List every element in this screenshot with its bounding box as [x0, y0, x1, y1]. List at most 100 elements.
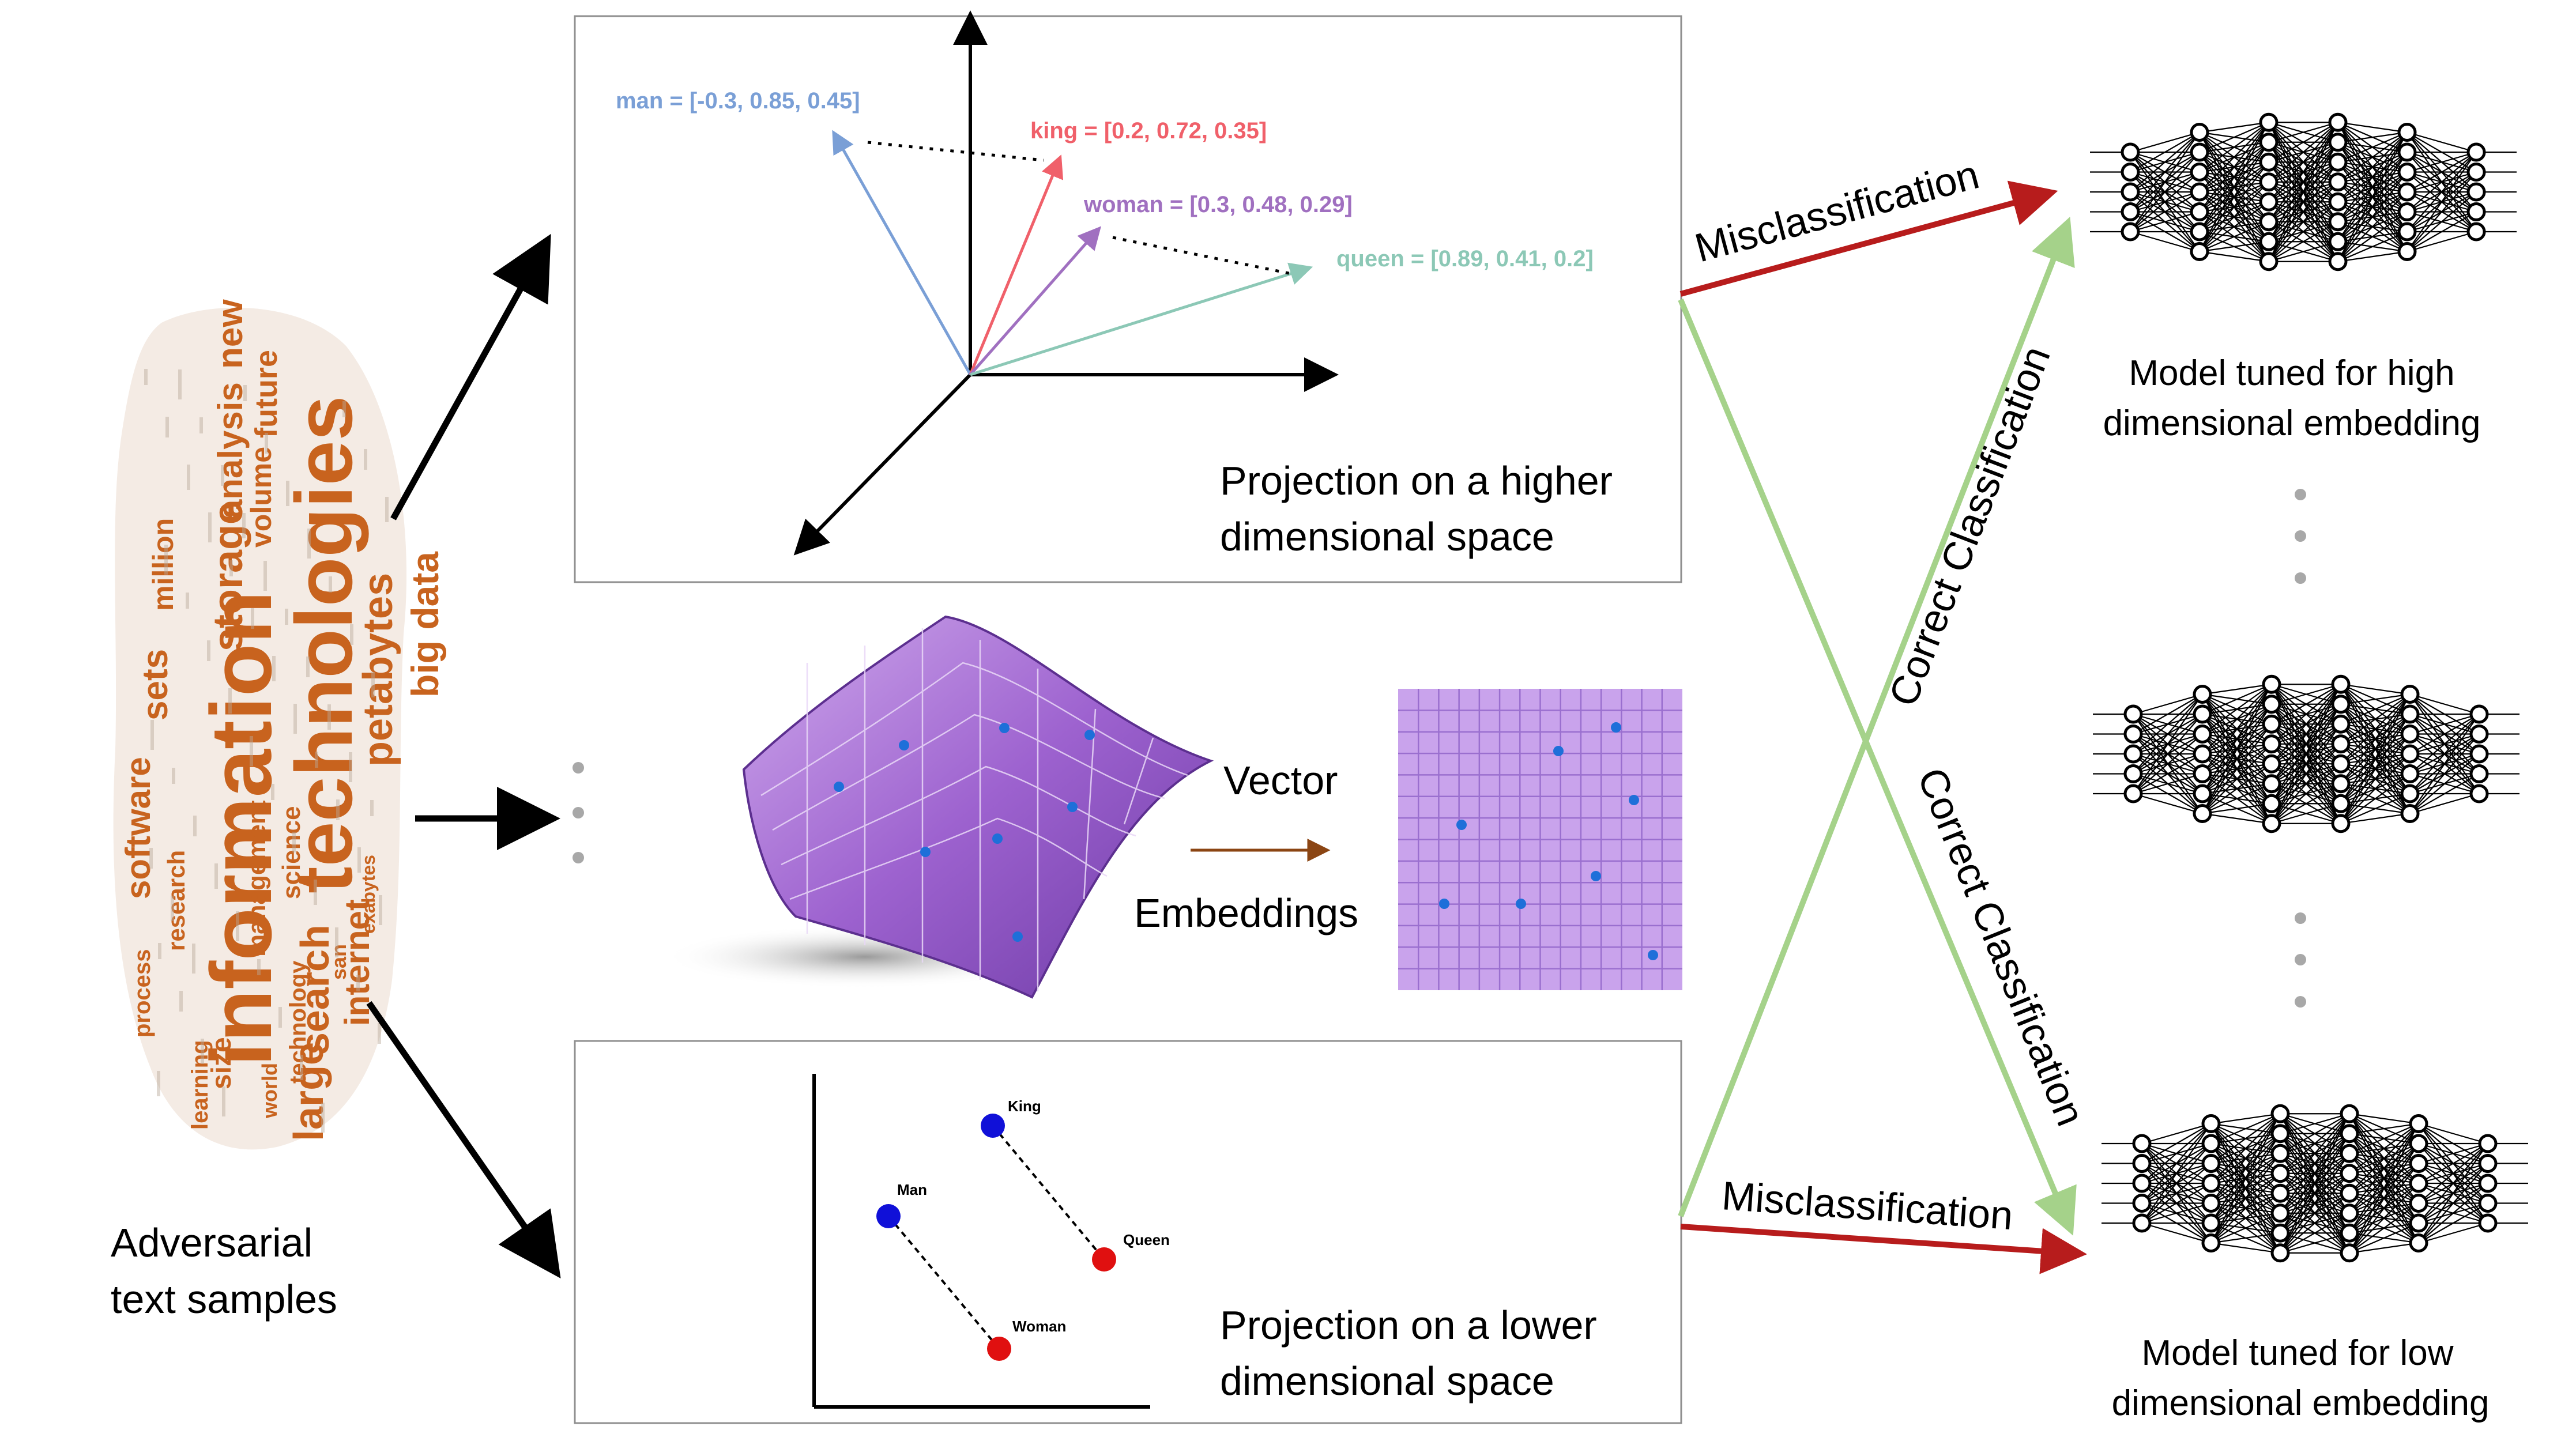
nn-neuron — [2270, 1144, 2290, 1163]
nn-neuron — [2469, 725, 2489, 744]
nn-neuron — [2193, 764, 2212, 783]
nn-neuron — [2123, 744, 2143, 764]
nn-neuron — [2328, 152, 2348, 172]
ellipsis-dots-right-1 — [2295, 489, 2306, 584]
cloud-word: petabytes — [355, 573, 401, 767]
nn-neuron — [2259, 172, 2279, 192]
nn-neuron — [2123, 704, 2143, 724]
nn-neuron — [2270, 1223, 2290, 1243]
point-woman — [987, 1337, 1011, 1361]
label-man-vector: man = [-0.3, 0.85, 0.45] — [616, 88, 860, 114]
nn-neuron — [2409, 1174, 2428, 1193]
nn-neuron — [2331, 774, 2351, 794]
cloud-word: big data — [404, 551, 446, 697]
cloud-word: information — [193, 591, 289, 1066]
nn-neuron — [2400, 685, 2420, 704]
nn-neuron — [2331, 695, 2351, 714]
nn-neuron — [2400, 784, 2420, 803]
model-low-caption-1: Model tuned for low — [2141, 1333, 2453, 1373]
adversarial-label-2: text samples — [111, 1277, 337, 1322]
cloud-word: learning — [187, 1040, 213, 1130]
nn-neuron — [2262, 734, 2281, 754]
nn-neuron — [2201, 1233, 2221, 1252]
nn-neuron — [2123, 764, 2143, 783]
nn-neuron — [2270, 1104, 2290, 1123]
nn-neuron — [2340, 1243, 2359, 1263]
nn-neuron — [2466, 222, 2486, 242]
2d-axes — [812, 1074, 1150, 1409]
nn-neuron — [2262, 674, 2281, 694]
nn-neuron — [2193, 744, 2212, 764]
higher-dim-panel — [574, 15, 1682, 583]
nn-neuron — [2397, 142, 2417, 162]
cloud-word: process — [130, 949, 155, 1037]
nn-neuron — [2190, 242, 2209, 261]
curved-surface-image — [663, 615, 1214, 999]
cloud-word: exabytes — [358, 855, 379, 934]
nn-neuron — [2262, 754, 2281, 774]
nn-neuron — [2340, 1183, 2359, 1203]
nn-neuron — [2400, 725, 2420, 744]
nn-neuron — [2190, 123, 2209, 142]
correct-classification-arrow-up — [1678, 217, 2075, 1217]
adversarial-label-1: Adversarial — [111, 1220, 312, 1265]
lower-dim-caption-2: dimensional space — [1220, 1359, 1554, 1404]
model-high-caption-1: Model tuned for high — [2129, 353, 2454, 393]
nn-neuron — [2397, 242, 2417, 261]
cloud-word: size — [206, 1037, 237, 1089]
nn-neuron — [2193, 725, 2212, 744]
nn-neuron — [2121, 182, 2140, 202]
nn-neuron — [2270, 1124, 2290, 1144]
nn-neuron — [2193, 784, 2212, 803]
nn-neuron — [2397, 182, 2417, 202]
nn-neuron — [2201, 1174, 2221, 1193]
nn-neuron — [2262, 774, 2281, 794]
embeddings-label: Embeddings — [1134, 891, 1358, 935]
cloud-word: search — [292, 925, 337, 1055]
cloud-word: research — [163, 850, 190, 951]
nn-neuron — [2201, 1194, 2221, 1213]
nn-neuron — [2190, 202, 2209, 221]
nn-neuron — [2132, 1134, 2152, 1153]
lower-dim-caption-1: Projection on a lower — [1220, 1303, 1597, 1348]
nn-neuron — [2123, 725, 2143, 744]
king-queen-dashed-line — [992, 1125, 1105, 1261]
nn-neuron — [2259, 133, 2279, 152]
nn-neuron — [2331, 734, 2351, 754]
nn-neuron — [2328, 133, 2348, 152]
point-king — [981, 1114, 1005, 1138]
nn-neuron — [2190, 182, 2209, 202]
cloud-word: software — [119, 757, 157, 899]
ellipsis-dots-middle — [573, 762, 584, 863]
nn-neuron — [2193, 804, 2212, 823]
nn-neuron — [2262, 714, 2281, 734]
point-queen — [1092, 1247, 1116, 1272]
cloud-word: management — [243, 800, 271, 957]
nn-neuron — [2190, 163, 2209, 182]
nn-neuron — [2193, 704, 2212, 724]
nn-neuron — [2400, 804, 2420, 823]
nn-neuron — [2270, 1164, 2290, 1183]
cloud-word: sets — [135, 649, 175, 720]
nn-neuron — [2262, 695, 2281, 714]
higher-dim-caption-2: dimensional space — [1220, 514, 1554, 559]
vector-king — [969, 154, 1064, 375]
nn-neuron — [2340, 1223, 2359, 1243]
nn-neuron — [2478, 1213, 2498, 1233]
nn-neuron — [2397, 163, 2417, 182]
nn-neuron — [2469, 744, 2489, 764]
higher-dim-caption-1: Projection on a higher — [1220, 458, 1613, 503]
label-queen-point: Queen — [1123, 1231, 1170, 1248]
model-low-caption-2: dimensional embedding — [2112, 1383, 2490, 1423]
correct-classification-arrow-down — [1678, 299, 2077, 1236]
nn-neuron — [2478, 1194, 2498, 1213]
model-high-caption-2: dimensional embedding — [2103, 403, 2481, 443]
nn-neuron — [2340, 1144, 2359, 1163]
nn-neuron — [2328, 232, 2348, 251]
nn-neuron — [2121, 142, 2140, 162]
nn-neuron — [2466, 182, 2486, 202]
label-king-vector: king = [0.2, 0.72, 0.35] — [1030, 118, 1267, 144]
vector-queen — [970, 262, 1313, 376]
nn-neuron — [2270, 1243, 2290, 1263]
nn-neuron — [2270, 1183, 2290, 1203]
